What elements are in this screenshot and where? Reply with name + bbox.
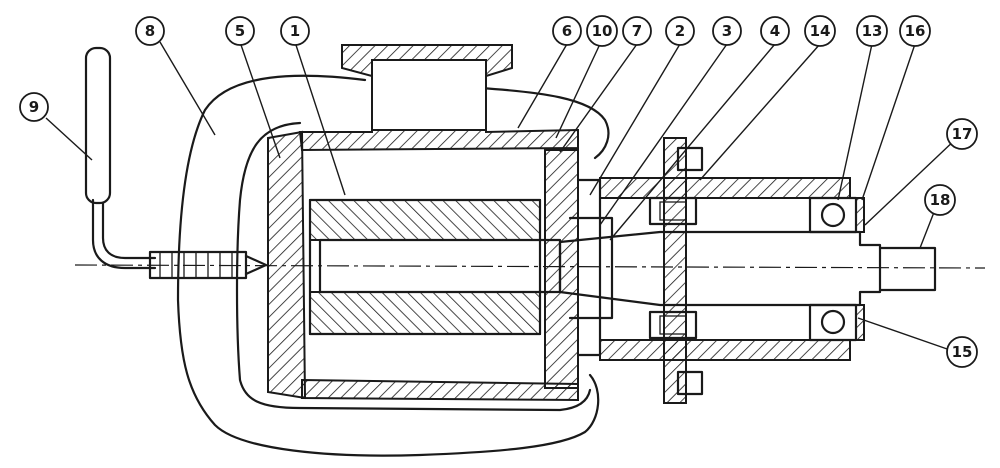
callout-label: 17 [952, 125, 973, 143]
flange-bolt-bottom [676, 370, 704, 396]
handle-grip [84, 46, 112, 205]
callout-8: 8 [135, 16, 165, 46]
callout-label: 6 [562, 22, 572, 40]
callout-3: 3 [712, 16, 742, 46]
needle-roller-bottom [659, 315, 687, 335]
retaining-ring-top [855, 197, 865, 233]
casing-bottom-wall [301, 378, 579, 402]
handle-rod [91, 198, 157, 270]
callout-label: 4 [770, 22, 780, 40]
callout-label: 7 [632, 22, 642, 40]
leader-lines [45, 41, 959, 351]
callout-label: 2 [675, 22, 685, 40]
bracket-top-arm [478, 86, 610, 160]
shaft-end [878, 246, 937, 292]
callout-label: 9 [29, 98, 39, 116]
callout-6: 6 [552, 16, 582, 46]
callout-16: 16 [899, 15, 931, 47]
callout-17: 17 [946, 118, 978, 150]
callout-10: 10 [586, 15, 618, 47]
callout-7: 7 [622, 16, 652, 46]
mounting-flange [663, 137, 687, 404]
front-cover [544, 149, 579, 389]
callout-13: 13 [856, 15, 888, 47]
center-axis-line [74, 264, 986, 269]
callout-15: 15 [946, 336, 978, 368]
needle-bearing-top [648, 196, 698, 226]
callout-label: 18 [930, 191, 951, 209]
callout-label: 10 [592, 22, 613, 40]
adjust-screw [148, 250, 248, 280]
bearing-housing-top [599, 177, 851, 199]
stator-lower [309, 291, 541, 335]
needle-bearing-bottom [648, 310, 698, 340]
ball-top [820, 202, 846, 228]
callout-18: 18 [924, 184, 956, 216]
seal-ring [568, 216, 614, 320]
callout-9: 9 [19, 92, 49, 122]
needle-roller-top [659, 201, 687, 221]
main-shaft [558, 230, 882, 307]
callout-label: 14 [810, 22, 831, 40]
callout-label: 1 [290, 22, 300, 40]
outlet-port [371, 59, 487, 131]
callout-label: 3 [722, 22, 732, 40]
callout-label: 16 [905, 22, 926, 40]
seal-gland [576, 178, 602, 357]
ball-bottom [820, 309, 846, 335]
retaining-ring-bottom [855, 304, 865, 341]
callout-label: 8 [145, 22, 155, 40]
callout-2: 2 [665, 16, 695, 46]
handle-rod-inner [101, 201, 157, 260]
callout-label: 13 [862, 22, 883, 40]
screw-tip [244, 254, 268, 276]
end-cover [267, 130, 307, 400]
callout-label: 15 [952, 343, 973, 361]
callout-14: 14 [804, 15, 836, 47]
callout-4: 4 [760, 16, 790, 46]
stator-outline [308, 198, 542, 336]
callout-5: 5 [225, 16, 255, 46]
bracket-frame [176, 74, 600, 457]
screw-thread [159, 252, 233, 278]
bracket-frame-inner [235, 121, 592, 412]
bearing-housing-bottom [599, 339, 851, 361]
callout-1: 1 [280, 16, 310, 46]
callout-label: 5 [235, 22, 245, 40]
stator-upper [309, 199, 541, 241]
